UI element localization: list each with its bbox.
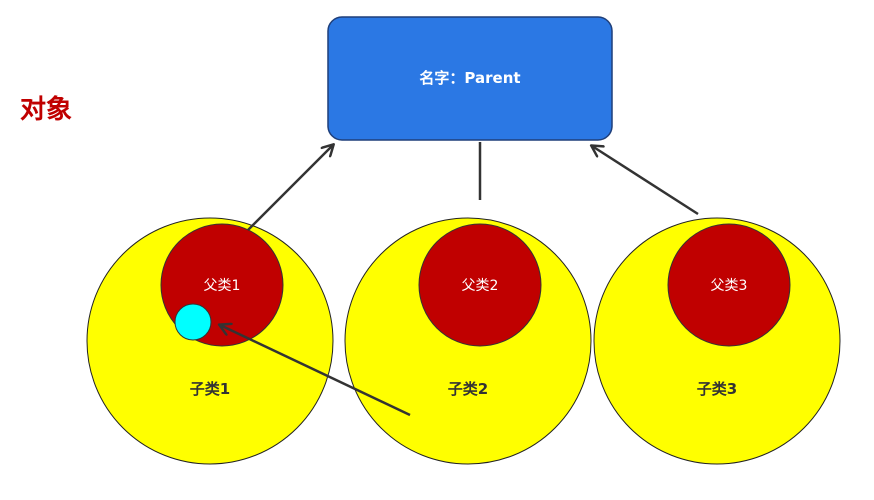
parent-box-label: 名字：Parent [419,69,520,87]
child-inner-label-1: 父类1 [204,278,241,294]
parent-box-rect [327,16,613,141]
child-outer-label-3: 子类3 [697,380,737,398]
child-outer-label-2: 子类2 [448,380,488,398]
child-outer-label-1: 子类1 [190,380,230,398]
arrow-child3-to-parent [592,146,699,216]
arrow-child1-to-parent [247,145,333,231]
child-group-3: 父类3 子类3 [593,217,841,465]
arrow-child2-to-marker [220,325,411,417]
diagram-title: 对象 [20,94,72,125]
marker-circle [174,303,212,341]
parent-box: 名字：Parent [327,16,613,141]
child-group-1: 父类1 子类1 [86,217,334,465]
child-group-2: 父类2 子类2 [344,217,592,465]
child-inner-circle-3 [667,223,791,347]
child-inner-label-3: 父类3 [711,278,748,294]
child-inner-label-2: 父类2 [462,278,499,294]
child-inner-circle-2 [418,223,542,347]
